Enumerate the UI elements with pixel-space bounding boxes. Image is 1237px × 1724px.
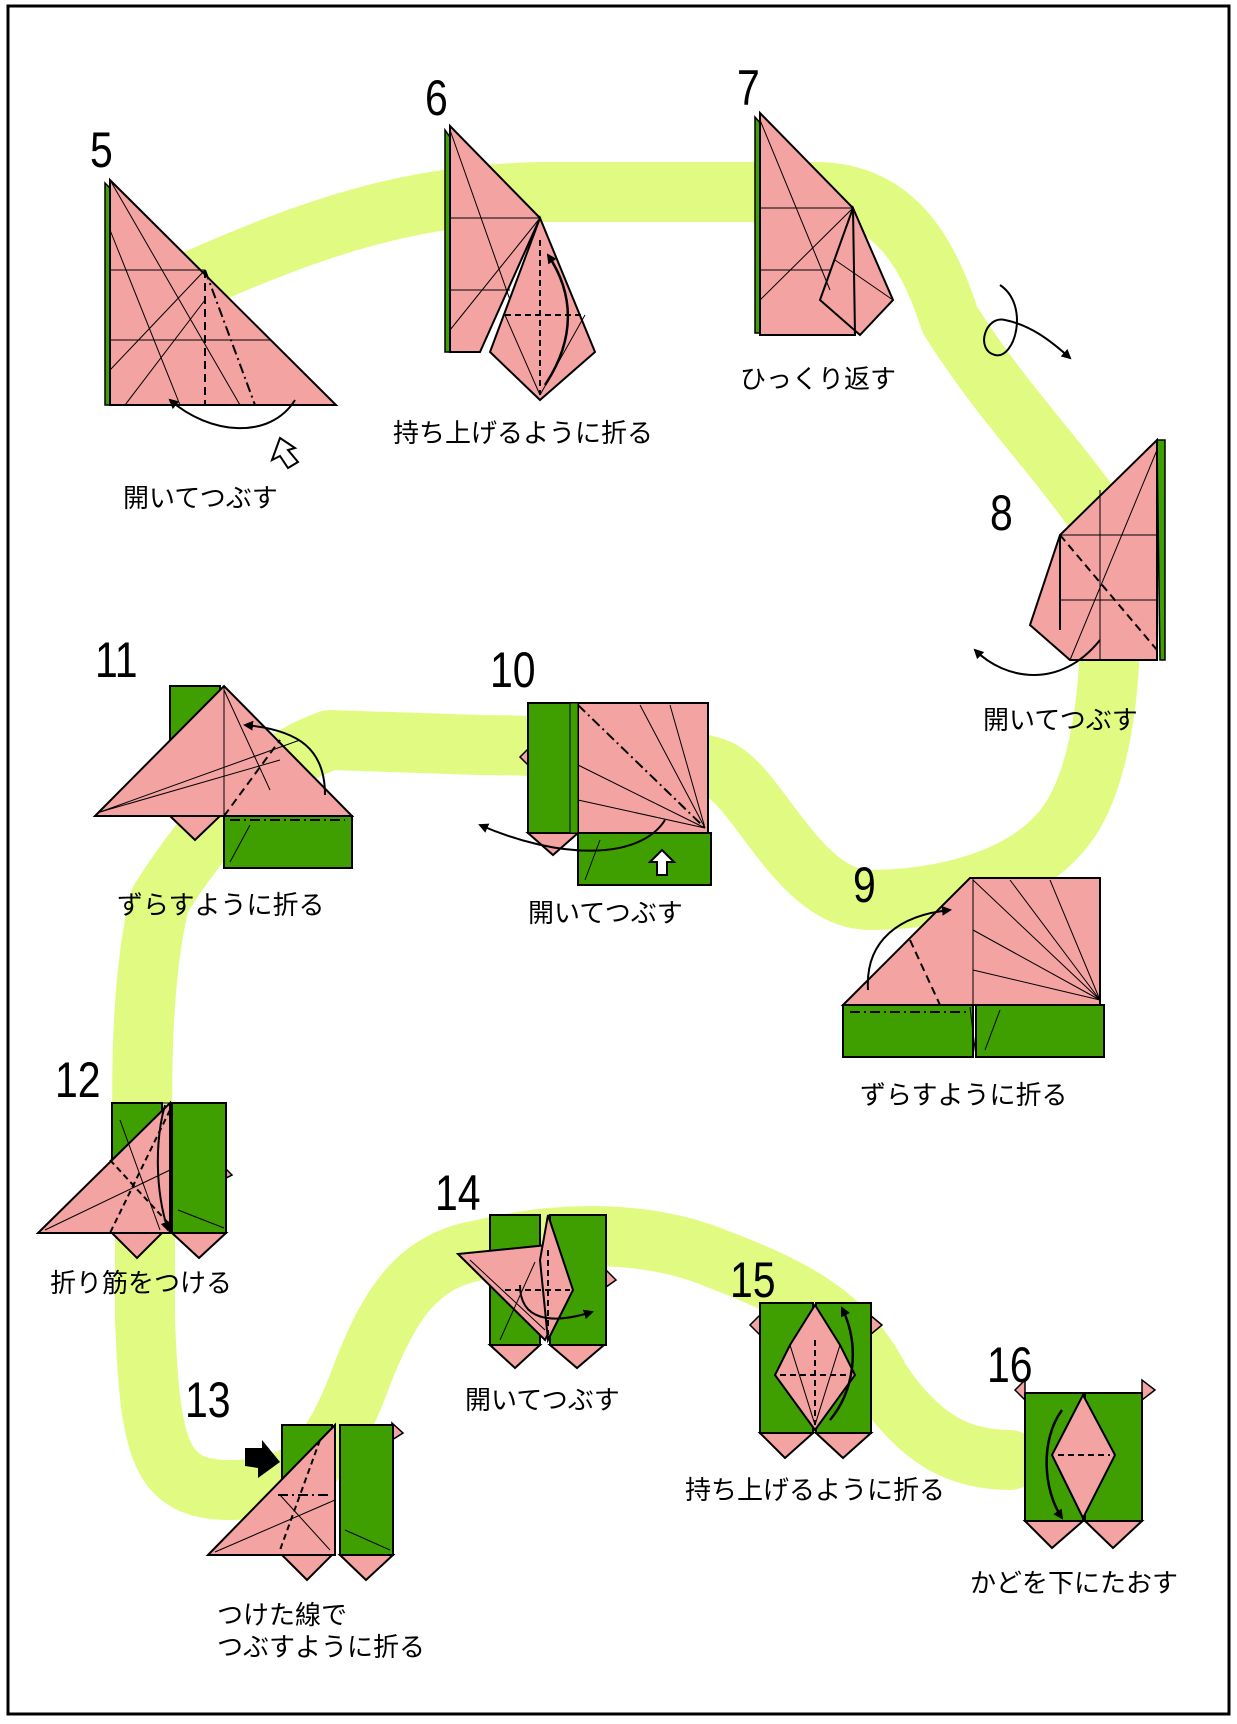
push-arrow-icon xyxy=(270,436,300,470)
step-6-caption: 持ち上げるように折る xyxy=(393,419,654,449)
step-7-caption: ひっくり返す xyxy=(740,365,897,395)
step-8-caption: 開いてつぶす xyxy=(983,706,1138,736)
step-10-figure xyxy=(478,702,712,886)
step-11-figure xyxy=(92,684,355,869)
step-5-figure xyxy=(104,177,339,470)
step-10-number: 10 xyxy=(490,642,536,698)
flip-arrow-icon xyxy=(983,284,1072,360)
step-7-figure xyxy=(754,110,1072,360)
step-8-figure xyxy=(973,437,1166,676)
step-10-caption: 開いてつぶす xyxy=(528,899,683,929)
push-arrow-icon xyxy=(647,848,677,876)
step-12-figure xyxy=(35,1100,234,1260)
step-6-number: 6 xyxy=(425,70,448,126)
step-8-number: 8 xyxy=(990,485,1013,541)
squash-arrow-icon xyxy=(245,1440,280,1478)
step-11-number: 11 xyxy=(95,632,138,688)
step-14-caption: 開いてつぶす xyxy=(465,1386,620,1416)
step-14-number: 14 xyxy=(435,1165,481,1221)
step-12-number: 12 xyxy=(55,1052,101,1108)
step-9-caption: ずらすように折る xyxy=(860,1081,1068,1111)
step-5-caption: 開いてつぶす xyxy=(123,484,278,514)
step-13-figure xyxy=(205,1421,405,1582)
step-13-caption: つけた線で つぶすように折る xyxy=(217,1601,426,1663)
step-16-number: 16 xyxy=(987,1337,1033,1393)
step-7-number: 7 xyxy=(737,60,760,116)
step-6-figure xyxy=(444,123,597,402)
step-12-caption: 折り筋をつける xyxy=(50,1269,233,1299)
step-13-number: 13 xyxy=(185,1372,231,1428)
step-15-figure xyxy=(748,1302,884,1460)
step-9-figure xyxy=(840,877,1105,1058)
step-15-number: 15 xyxy=(730,1252,776,1308)
step-14-figure xyxy=(455,1214,618,1370)
step-16-figure xyxy=(1013,1378,1157,1550)
step-16-caption: かどを下にたおす xyxy=(970,1569,1179,1599)
step-15-caption: 持ち上げるように折る xyxy=(685,1476,946,1506)
step-5-number: 5 xyxy=(90,122,113,178)
step-9-number: 9 xyxy=(853,857,876,913)
step-11-caption: ずらすように折る xyxy=(117,891,325,921)
